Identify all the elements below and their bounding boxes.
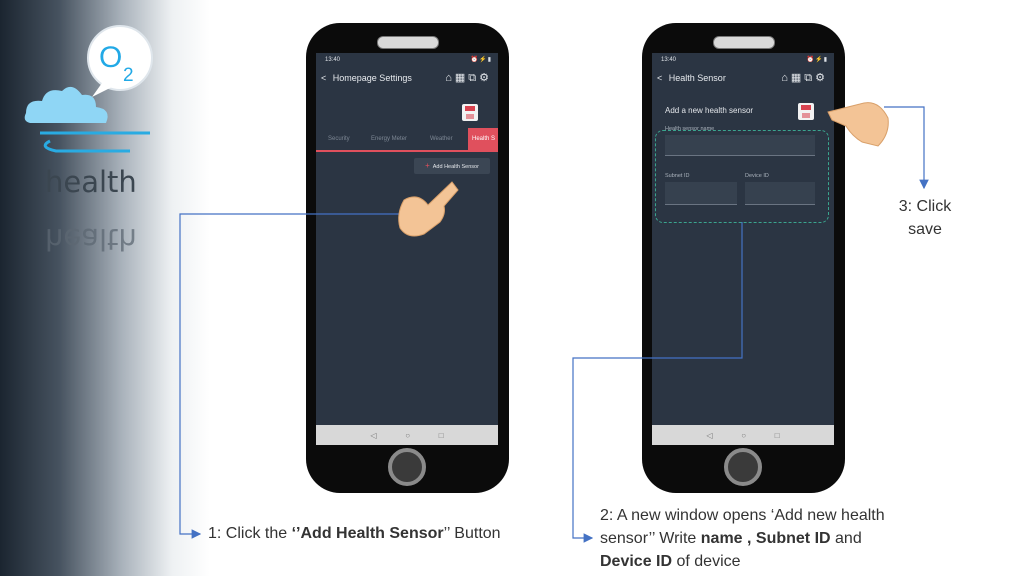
page-title: Health Sensor — [668, 73, 726, 83]
page-title: Homepage Settings — [332, 73, 412, 83]
cloud-icon — [24, 86, 108, 123]
device-id-field[interactable] — [745, 182, 815, 205]
nav-home-icon[interactable]: ○ — [405, 430, 411, 440]
pointing-hand-icon — [827, 102, 889, 147]
device-label: Device ID — [745, 173, 769, 179]
subnet-label: Subnet ID — [665, 173, 690, 179]
system-nav-bar: ◁ ○ □ — [652, 425, 834, 445]
app-bar-actions: ⌂▦⧉⚙ — [781, 67, 828, 89]
back-arrow-icon[interactable]: < — [657, 73, 663, 83]
name-field[interactable] — [665, 135, 815, 156]
step1-caption: 1: Click the ‘’Add Health Sensor’’ Butto… — [208, 522, 501, 545]
add-health-sensor-label: Add Health Sensor — [432, 164, 479, 170]
tab-strip: Security Energy Meter Weather Health S — [316, 128, 498, 152]
status-bar: 13:40 ⏰⚡▮ — [316, 53, 498, 67]
phone-speaker — [713, 36, 775, 49]
nav-recents-icon[interactable]: □ — [438, 430, 444, 440]
tab-weather[interactable]: Weather — [430, 136, 453, 142]
home-icon[interactable]: ⌂ — [781, 72, 791, 84]
grid-icon[interactable]: ▦ — [790, 72, 805, 84]
status-icons: ⏰⚡▮ — [470, 57, 492, 63]
step2-text-c: and — [830, 530, 862, 547]
app-bar: < Homepage Settings ⌂▦⧉⚙ — [316, 67, 498, 89]
save-icon[interactable] — [462, 104, 478, 121]
step2-caption: 2: A new window opens ‘Add new health se… — [600, 504, 900, 573]
step3-caption: 3: Click save — [898, 198, 952, 238]
nav-back-icon[interactable]: ◁ — [370, 430, 377, 440]
tab-health-sensor[interactable]: Health S — [468, 128, 498, 150]
step1-connector — [179, 213, 400, 539]
status-icons: ⏰⚡▮ — [806, 57, 828, 63]
step3-connector — [884, 106, 929, 190]
subnet-id-field[interactable] — [665, 182, 737, 205]
status-time: 13:40 — [661, 57, 677, 63]
wind-icon — [40, 131, 150, 153]
o2-sub: 2 — [123, 65, 134, 86]
tab-energy-meter[interactable]: Energy Meter — [371, 136, 408, 142]
phone-1: 13:40 ⏰⚡▮ < Homepage Settings ⌂▦⧉⚙ Secur… — [306, 23, 509, 493]
nav-back-icon[interactable]: ◁ — [706, 430, 713, 440]
add-health-sensor-button[interactable]: +Add Health Sensor — [414, 158, 490, 174]
save-icon[interactable] — [798, 103, 814, 120]
back-arrow-icon[interactable]: < — [321, 73, 327, 83]
app-bar: < Health Sensor ⌂▦⧉⚙ — [652, 67, 834, 89]
phone-home-button[interactable] — [388, 448, 426, 486]
tab-security[interactable]: Security — [328, 136, 350, 142]
step1-text-a: 1: Click the — [208, 525, 292, 542]
step2-text-bold2: Device ID — [600, 553, 673, 570]
o2-bubble-icon — [87, 25, 153, 91]
phone-speaker — [377, 36, 439, 49]
o2-letter: O — [99, 41, 122, 74]
status-time: 13:40 — [325, 57, 341, 63]
health-word: health — [45, 165, 137, 199]
health-logo: O 2 — [24, 25, 153, 153]
step2-text-e: of device — [672, 553, 741, 570]
app-bar-actions: ⌂▦⧉⚙ — [445, 67, 492, 89]
name-label: Health sensor name — [665, 126, 715, 132]
phone-home-button[interactable] — [724, 448, 762, 486]
link-icon[interactable]: ⧉ — [468, 72, 480, 84]
step2-connector — [572, 222, 743, 543]
home-icon[interactable]: ⌂ — [445, 72, 455, 84]
panel-title: Add a new health sensor — [665, 106, 754, 115]
step2-text-bold1: name , Subnet ID — [700, 530, 831, 547]
status-bar: 13:40 ⏰⚡▮ — [652, 53, 834, 67]
nav-home-icon[interactable]: ○ — [741, 430, 747, 440]
plus-icon: + — [425, 161, 430, 170]
gear-icon[interactable]: ⚙ — [815, 72, 828, 84]
step1-text-c: ’’ Button — [443, 525, 501, 542]
step2-text-a: 2: A new window opens ‘Add new health se… — [600, 507, 885, 547]
phone-1-screen: 13:40 ⏰⚡▮ < Homepage Settings ⌂▦⧉⚙ Secur… — [316, 53, 498, 445]
link-icon[interactable]: ⧉ — [804, 72, 816, 84]
system-nav-bar: ◁ ○ □ — [316, 425, 498, 445]
grid-icon[interactable]: ▦ — [454, 72, 469, 84]
phone-2-screen: 13:40 ⏰⚡▮ < Health Sensor ⌂▦⧉⚙ Add a new… — [652, 53, 834, 445]
nav-recents-icon[interactable]: □ — [774, 430, 780, 440]
step1-text-bold: ‘’Add Health Sensor — [291, 525, 444, 542]
left-decor-panel — [0, 0, 210, 576]
pointing-hand-icon — [398, 181, 459, 237]
gear-icon[interactable]: ⚙ — [479, 72, 492, 84]
phone-2: 13:40 ⏰⚡▮ < Health Sensor ⌂▦⧉⚙ Add a new… — [642, 23, 845, 493]
